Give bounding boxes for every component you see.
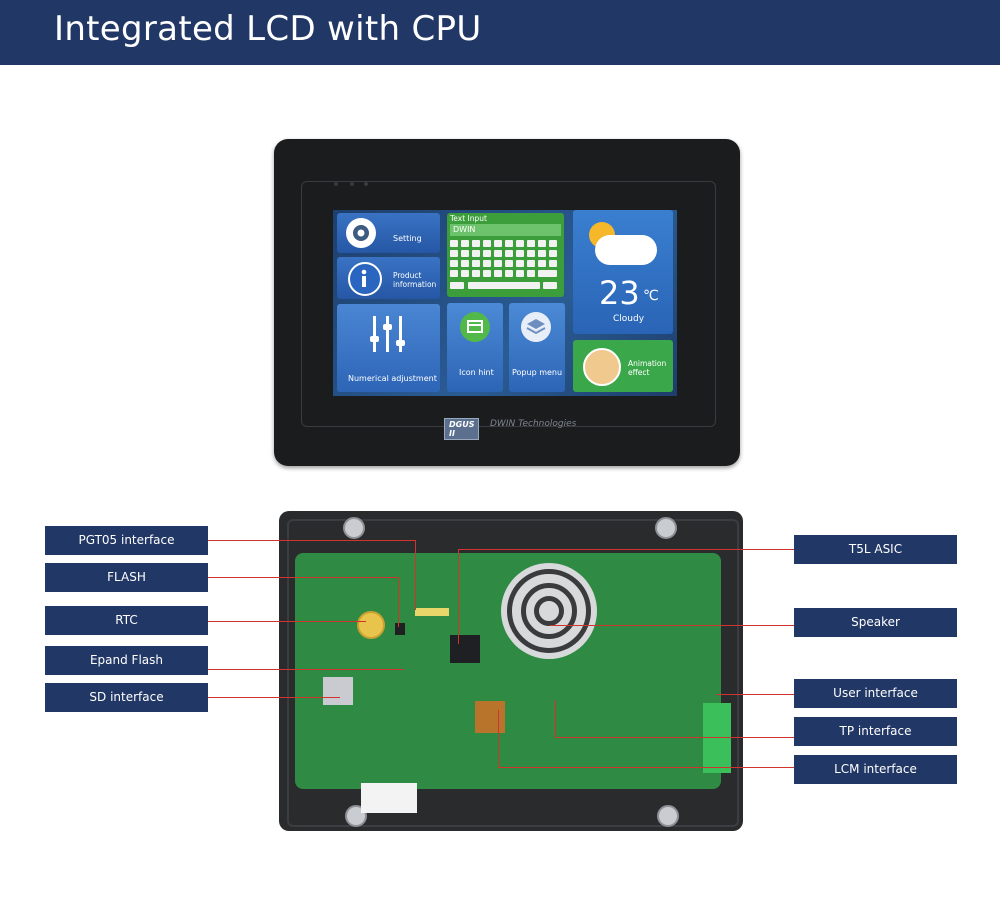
callout-t5l: T5L ASIC	[794, 535, 957, 564]
page-title: Integrated LCD with CPU	[54, 9, 482, 49]
leader-line	[208, 621, 366, 622]
screw-icon	[657, 805, 679, 827]
setting-label: Setting	[393, 234, 422, 243]
callout-sd: SD interface	[45, 683, 208, 712]
flash-chip	[395, 623, 405, 635]
icon-hint-tile: Icon hint	[447, 303, 503, 392]
front-sensor	[364, 182, 368, 186]
gear-icon	[346, 218, 376, 248]
cloud-icon	[595, 235, 657, 265]
window-icon	[460, 312, 490, 342]
leader-line	[555, 700, 556, 737]
temperature-value: 23	[599, 274, 640, 312]
product-info-tile: Product information	[337, 257, 440, 299]
page-header: Integrated LCD with CPU	[0, 0, 1000, 65]
leader-line	[415, 540, 416, 610]
leader-line	[208, 577, 398, 578]
leader-line	[458, 549, 794, 550]
numerical-tile: Numerical adjustment	[337, 304, 440, 392]
speaker-grille	[501, 563, 597, 659]
t5l-asic-chip	[450, 635, 480, 663]
callout-lcm: LCM interface	[794, 755, 957, 784]
text-input-label: Text Input	[450, 214, 487, 223]
layers-icon	[521, 312, 551, 342]
leader-line	[550, 625, 794, 626]
leader-line	[458, 549, 459, 644]
screw-icon	[655, 517, 677, 539]
callout-speaker: Speaker	[794, 608, 957, 637]
callout-flash: FLASH	[45, 563, 208, 592]
weather-tile: 23 ℃ Cloudy	[573, 210, 673, 334]
lcd-front-device: Setting Product information Text Input D…	[274, 139, 740, 466]
popup-menu-tile: Popup menu	[509, 303, 565, 392]
lcd-back-device	[279, 511, 743, 831]
callout-pgt05: PGT05 interface	[45, 526, 208, 555]
text-input-tile: Text Input DWIN	[447, 213, 564, 297]
callout-rtc: RTC	[45, 606, 208, 635]
animation-icon	[583, 348, 621, 386]
temperature-unit: ℃	[643, 288, 659, 304]
animation-tile: Animation effect	[573, 340, 673, 392]
lcm-connector	[475, 701, 505, 733]
callout-user-interface: User interface	[794, 679, 957, 708]
animation-label: Animation effect	[628, 359, 667, 377]
callout-expand-flash: Epand Flash	[45, 646, 208, 675]
leader-line	[498, 710, 499, 767]
product-label-sticker	[361, 783, 417, 813]
setting-tile: Setting	[337, 213, 440, 253]
bezel-outline	[301, 181, 716, 427]
keyboard	[450, 240, 561, 294]
company-name: DWIN Technologies	[490, 419, 577, 429]
numerical-label: Numerical adjustment	[348, 374, 437, 383]
lcd-screen: Setting Product information Text Input D…	[333, 210, 677, 396]
leader-line	[716, 694, 794, 695]
info-icon	[348, 262, 382, 296]
sd-card-slot	[323, 677, 353, 705]
leader-line	[498, 767, 794, 768]
back-rim	[287, 519, 739, 827]
leader-line	[208, 697, 340, 698]
leader-line	[398, 577, 399, 627]
front-sensor	[350, 182, 354, 186]
leader-line	[208, 540, 415, 541]
front-sensor	[334, 182, 338, 186]
callout-tp: TP interface	[794, 717, 957, 746]
icon-hint-label: Icon hint	[459, 368, 494, 377]
weather-label: Cloudy	[613, 314, 645, 324]
leader-line	[208, 669, 404, 670]
text-input-value: DWIN	[453, 225, 476, 234]
circuit-board	[295, 553, 731, 813]
leader-line	[555, 737, 794, 738]
rtc-battery	[357, 611, 385, 639]
text-input-field: DWIN	[450, 224, 561, 236]
user-interface-terminal	[703, 703, 731, 773]
pgt05-header	[415, 608, 449, 616]
slider-icon	[365, 316, 411, 352]
dgus-logo: DGUS II	[444, 418, 480, 440]
screw-icon	[343, 517, 365, 539]
popup-menu-label: Popup menu	[512, 368, 563, 377]
product-info-label: Product information	[393, 271, 437, 289]
